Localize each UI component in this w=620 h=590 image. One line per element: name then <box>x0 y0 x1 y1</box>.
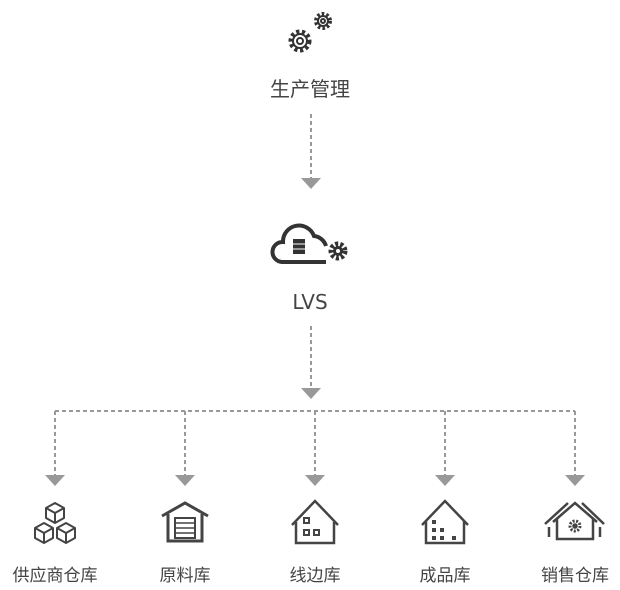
node-label-warehouse: 销售仓库 <box>541 566 609 586</box>
arrow-head <box>301 388 321 399</box>
cloud-server-gear-icon <box>270 223 348 264</box>
arrow-head <box>301 178 321 189</box>
arrow-head <box>565 475 585 486</box>
arrow-head <box>435 475 455 486</box>
node-label-warehouse: 供应商仓库 <box>12 566 98 586</box>
node-label-lvs: LVS <box>292 290 328 314</box>
node-label-warehouse: 成品库 <box>419 566 471 586</box>
node-label-warehouse: 原料库 <box>159 566 211 586</box>
house-gear-icon <box>544 501 605 541</box>
house-chart-icon <box>421 499 469 545</box>
arrow-head <box>305 475 325 486</box>
arrow-head <box>45 475 65 486</box>
arrow-head <box>175 475 195 486</box>
node-label-production: 生产管理 <box>270 77 350 101</box>
node-label-warehouse: 线边库 <box>289 566 341 586</box>
stacked-boxes-icon <box>34 502 76 544</box>
garage-icon <box>161 501 209 543</box>
gears-icon <box>288 12 332 53</box>
house-boxes-icon <box>291 499 339 545</box>
